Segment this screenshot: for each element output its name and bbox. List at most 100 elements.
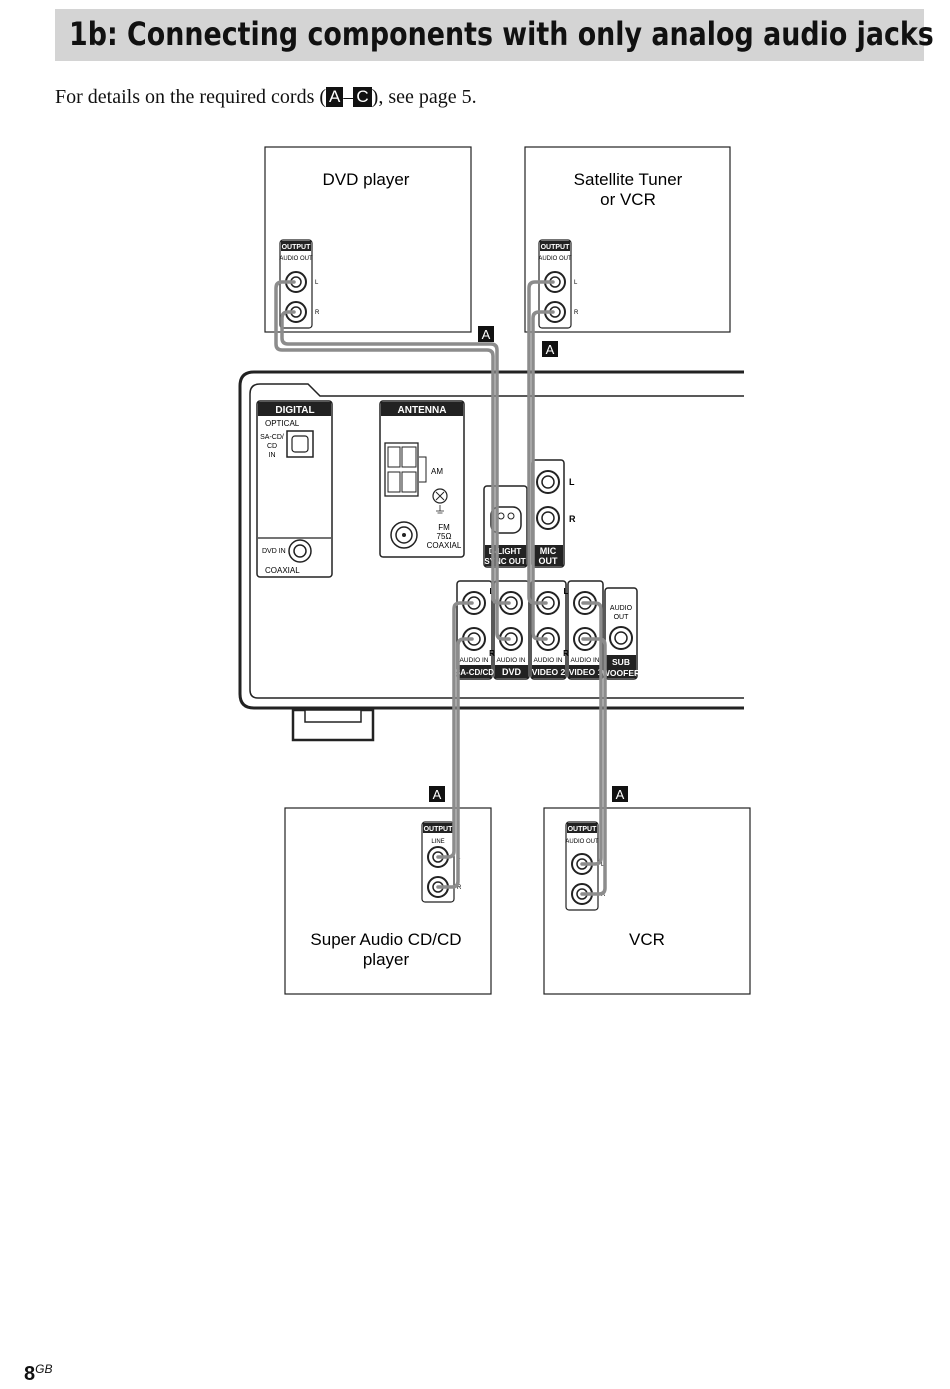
cord-sacd-l: [436, 601, 474, 859]
sacd-r-label: R: [457, 885, 462, 891]
mic-out-r-jack: [536, 506, 560, 530]
satellite-output-panel: OUTPUT AUDIO OUT L R: [538, 239, 579, 329]
intro-paragraph: For details on the required cords (A–C),…: [55, 86, 477, 109]
cord-key-start: A: [326, 87, 344, 107]
video2-audio-in-label: AUDIO IN: [534, 657, 563, 664]
input-l-label-b: L: [564, 587, 569, 596]
satellite-audio-out-label: AUDIO OUT: [538, 256, 572, 262]
dvd-player-output-panel: OUTPUT AUDIO OUT L R: [279, 239, 320, 329]
svg-text:A: A: [616, 787, 625, 802]
audio-cords: [274, 280, 607, 896]
coaxial-label: COAXIAL: [265, 566, 300, 575]
ground-terminal-icon: [432, 488, 448, 504]
dvd-in-label: DVD IN: [262, 548, 286, 555]
sacd-line-label: LINE: [431, 839, 444, 845]
video1-input-label: VIDEO 1: [569, 667, 603, 677]
intro-text-after: ), see page 5.: [371, 86, 477, 108]
sacd-name-line1: Super Audio CD/CD: [310, 930, 461, 949]
mic-r-label: R: [569, 514, 576, 524]
vcr-l-label: L: [601, 862, 605, 868]
am-label: AM: [431, 467, 443, 476]
intro-dash: –: [343, 86, 354, 108]
vcr-output-panel: OUTPUT AUDIO OUT L R: [565, 821, 606, 911]
cord-sacd-r: [436, 637, 474, 889]
svg-text:A: A: [433, 787, 442, 802]
cord-vcr-l: [580, 601, 603, 866]
cord-dvd-r: [280, 310, 511, 641]
sacd-in-label-3: IN: [269, 452, 276, 459]
sacd-audio-in-label: AUDIO IN: [460, 657, 489, 664]
svg-text:A: A: [546, 342, 555, 357]
optical-jack: [286, 430, 314, 458]
sacd-name-line2: player: [363, 950, 410, 969]
coaxial-dvd-in-jack: [288, 539, 312, 563]
sacd-in-label-2: CD: [267, 443, 277, 450]
video1-audio-in-label: AUDIO IN: [571, 657, 600, 664]
dvd-output-title: OUTPUT: [282, 244, 312, 251]
fm-label-1: FM: [438, 523, 450, 532]
dvd-input-label: DVD: [502, 667, 522, 677]
optical-label: OPTICAL: [265, 419, 300, 428]
vcr-r-label: R: [601, 892, 606, 898]
mic-out-l-jack: [536, 470, 560, 494]
input-r-label-a: R: [489, 649, 495, 658]
sacd-output-title: OUTPUT: [424, 826, 454, 833]
cord-vcr-r: [580, 637, 607, 896]
digital-input-section: DIGITAL OPTICAL SA-CD/ CD IN DVD IN COAX…: [256, 400, 333, 578]
mic-out-section: L R MIC OUT: [531, 459, 576, 568]
cord-dvd-l: [274, 280, 511, 605]
sub-label-1: SUB: [612, 657, 630, 667]
cord-label-sacd: A: [429, 786, 445, 802]
dvd-player-device: DVD player OUTPUT AUDIO OUT L R: [264, 146, 472, 333]
dvd-r-label: R: [315, 310, 320, 316]
mic-l-label: L: [569, 477, 575, 487]
page-footer: 8GB: [24, 1362, 52, 1386]
section-header: 1b: Connecting components with only anal…: [55, 9, 934, 61]
page-suffix: GB: [35, 1362, 53, 1376]
sacd-player-device: Super Audio CD/CD player OUTPUT LINE L R: [284, 807, 492, 995]
sacd-in-label-1: SA-CD/: [260, 434, 284, 441]
dlight-sync-out-section: D-LIGHT SYNC OUT: [483, 485, 528, 568]
dvd-l-label: L: [315, 280, 319, 286]
satellite-tuner-device: Satellite Tuner or VCR OUTPUT AUDIO OUT …: [524, 146, 731, 333]
subwoofer-out-jack: [609, 626, 633, 650]
dvd-audio-in-label: AUDIO IN: [497, 657, 526, 664]
digital-title: DIGITAL: [275, 405, 314, 416]
cord-label-satellite: A: [542, 341, 558, 357]
antenna-title: ANTENNA: [398, 405, 447, 416]
page-title: 1b: Connecting components with only anal…: [69, 15, 934, 53]
vcr-device: VCR OUTPUT AUDIO OUT L R: [543, 807, 751, 995]
cord-key-end: C: [353, 87, 372, 107]
sub-label-2: WOOFER: [602, 668, 640, 678]
subwoofer-out-section: AUDIO OUT SUB WOOFER: [602, 587, 640, 680]
mic-label-1: MIC: [540, 546, 557, 556]
antenna-section: ANTENNA AM FM 75Ω COAXIAL: [379, 400, 465, 558]
input-r-label-b: R: [563, 649, 569, 658]
satellite-l-label: L: [574, 280, 578, 286]
sub-audio-label-2: OUT: [614, 614, 630, 621]
cord-sat-r: [531, 310, 555, 641]
mic-label-2: OUT: [539, 556, 559, 566]
receiver-rear-panel: DIGITAL OPTICAL SA-CD/ CD IN DVD IN COAX…: [238, 370, 744, 742]
sacd-input-label: SA-CD/CD: [455, 668, 494, 677]
dlight-label-1: D-LIGHT: [489, 547, 522, 556]
sub-audio-label-1: AUDIO: [610, 605, 633, 612]
vcr-name: VCR: [629, 930, 665, 949]
satellite-r-label: R: [574, 310, 579, 316]
satellite-name-line1: Satellite Tuner: [574, 170, 683, 189]
satellite-name-line2: or VCR: [600, 190, 656, 209]
dvd-player-name: DVD player: [323, 170, 410, 189]
vcr-audio-out-label: AUDIO OUT: [565, 839, 599, 845]
fm-label-3: COAXIAL: [427, 541, 462, 550]
cord-label-dvd: A: [478, 326, 494, 342]
cord-label-vcr: A: [612, 786, 628, 802]
video2-input-label: VIDEO 2: [532, 667, 566, 677]
page-number: 8: [24, 1363, 36, 1385]
satellite-output-title: OUTPUT: [541, 244, 571, 251]
dlight-label-2: SYNC OUT: [484, 557, 525, 566]
dvd-audio-out-label: AUDIO OUT: [279, 256, 313, 262]
fm-label-2: 75Ω: [437, 532, 452, 541]
intro-text-before: For details on the required cords (: [55, 86, 327, 108]
svg-text:A: A: [482, 327, 491, 342]
